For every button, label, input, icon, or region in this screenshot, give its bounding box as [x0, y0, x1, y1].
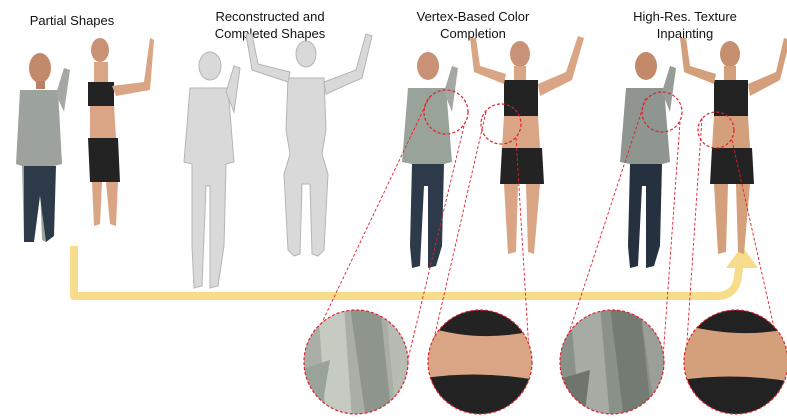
partial-shapes-figures: [16, 38, 154, 242]
vertex-colored-figures: [402, 36, 584, 268]
zoom-inset-texture-waist: [680, 306, 787, 418]
zoom-inset-texture-jacket: [556, 306, 668, 420]
reconstructed-meshes: [184, 34, 372, 288]
zoom-inset-vertex-waist: [424, 306, 536, 418]
flow-arrow-icon: [74, 246, 740, 296]
highlight-circles: [424, 90, 734, 148]
texture-inpainted-figures: [620, 38, 787, 268]
zoom-inset-vertex-jacket: [300, 306, 412, 420]
